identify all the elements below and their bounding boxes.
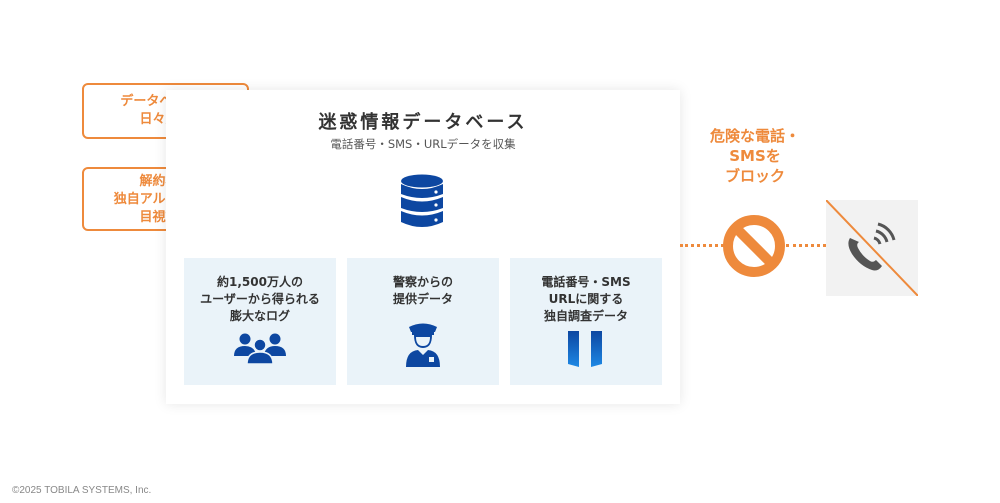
prohibited-icon (723, 215, 785, 277)
users-group-icon (234, 333, 286, 364)
card-line: 提供データ (392, 292, 453, 306)
block-line: 危険な電話・ (709, 127, 800, 145)
card-user-logs: 約1,500万人の ユーザーから得られる 膨大なログ (184, 258, 336, 385)
card-line: 約1,500万人の (217, 275, 303, 289)
card-original-research: 電話番号・SMS URLに関する 独自調査データ (510, 258, 662, 385)
block-line: SMSを (729, 147, 781, 165)
connector-dots-left (680, 244, 724, 247)
card-line: ユーザーから得られる (200, 292, 320, 306)
blocked-phone-panel (826, 200, 918, 296)
police-officer-icon (406, 323, 440, 367)
card-police-data: 警察からの 提供データ (347, 258, 499, 385)
card-line: 警察からの (392, 275, 453, 289)
panel-subtitle: 電話番号・SMS・URLデータを収集 (330, 137, 516, 151)
tobila-logo-icon (568, 331, 602, 367)
panel-title: 迷惑情報データベース (318, 112, 528, 133)
card-line: 電話番号・SMS (541, 275, 631, 289)
card-line: 独自調査データ (543, 309, 628, 323)
database-icon (401, 174, 443, 227)
blocked-phone-icon (826, 200, 918, 296)
copyright-text: ©2025 TOBILA SYSTEMS, Inc. (12, 485, 152, 496)
card-line: URLに関する (548, 292, 624, 306)
block-line: ブロック (724, 167, 785, 185)
nuisance-database-panel: 迷惑情報データベース 電話番号・SMS・URLデータを収集 約1,500万人の … (166, 90, 680, 404)
connector-dots-right (786, 244, 826, 247)
card-line: 膨大なログ (229, 309, 290, 323)
block-dangerous-calls-label: 危険な電話・ SMSを ブロック (690, 126, 820, 186)
